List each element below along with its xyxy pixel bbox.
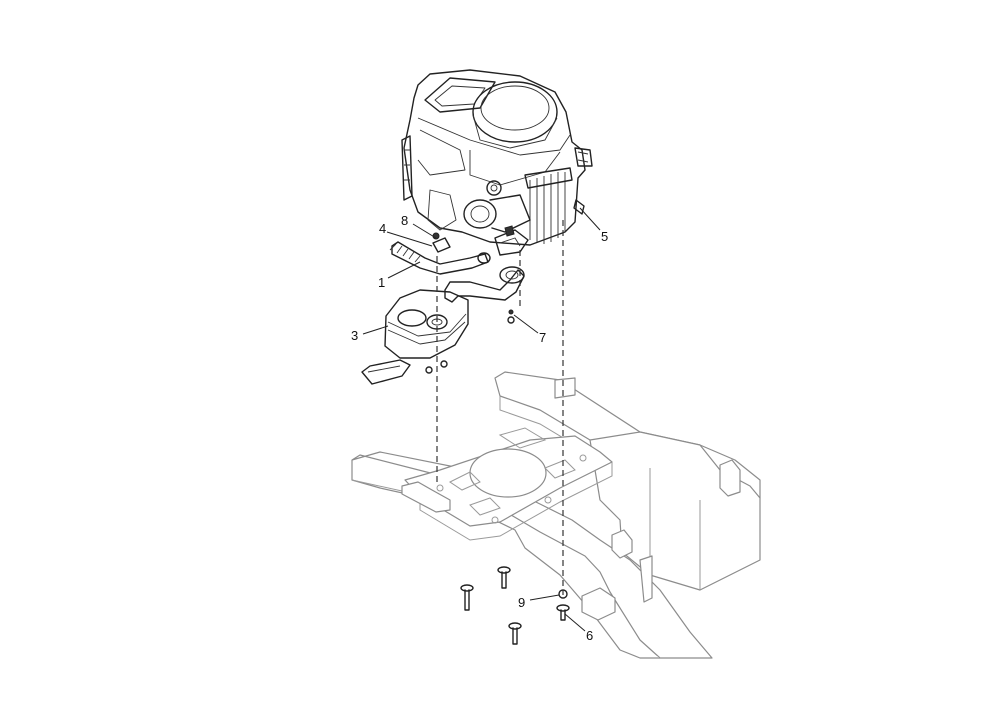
- chassis-frame: [351, 371, 761, 659]
- callout-leaders: [362, 207, 601, 632]
- bolt: [497, 566, 511, 589]
- bolt: [556, 604, 570, 621]
- engine: [401, 69, 593, 256]
- callout-6: 6: [586, 628, 593, 643]
- exhaust-assembly: [361, 241, 525, 385]
- callout-7: 7: [539, 330, 546, 345]
- callout-8: 8: [401, 213, 408, 228]
- bolt: [460, 584, 474, 611]
- callout-3: 3: [351, 328, 358, 343]
- callout-4: 4: [379, 221, 386, 236]
- callout-1: 1: [378, 275, 385, 290]
- hardware-bolts: [432, 199, 585, 645]
- alignment-lines: [436, 220, 564, 595]
- callouts: 1 3 4 5 6 7 8 9: [351, 213, 608, 643]
- bolt: [508, 622, 522, 645]
- callout-5: 5: [601, 229, 608, 244]
- callout-9: 9: [518, 595, 525, 610]
